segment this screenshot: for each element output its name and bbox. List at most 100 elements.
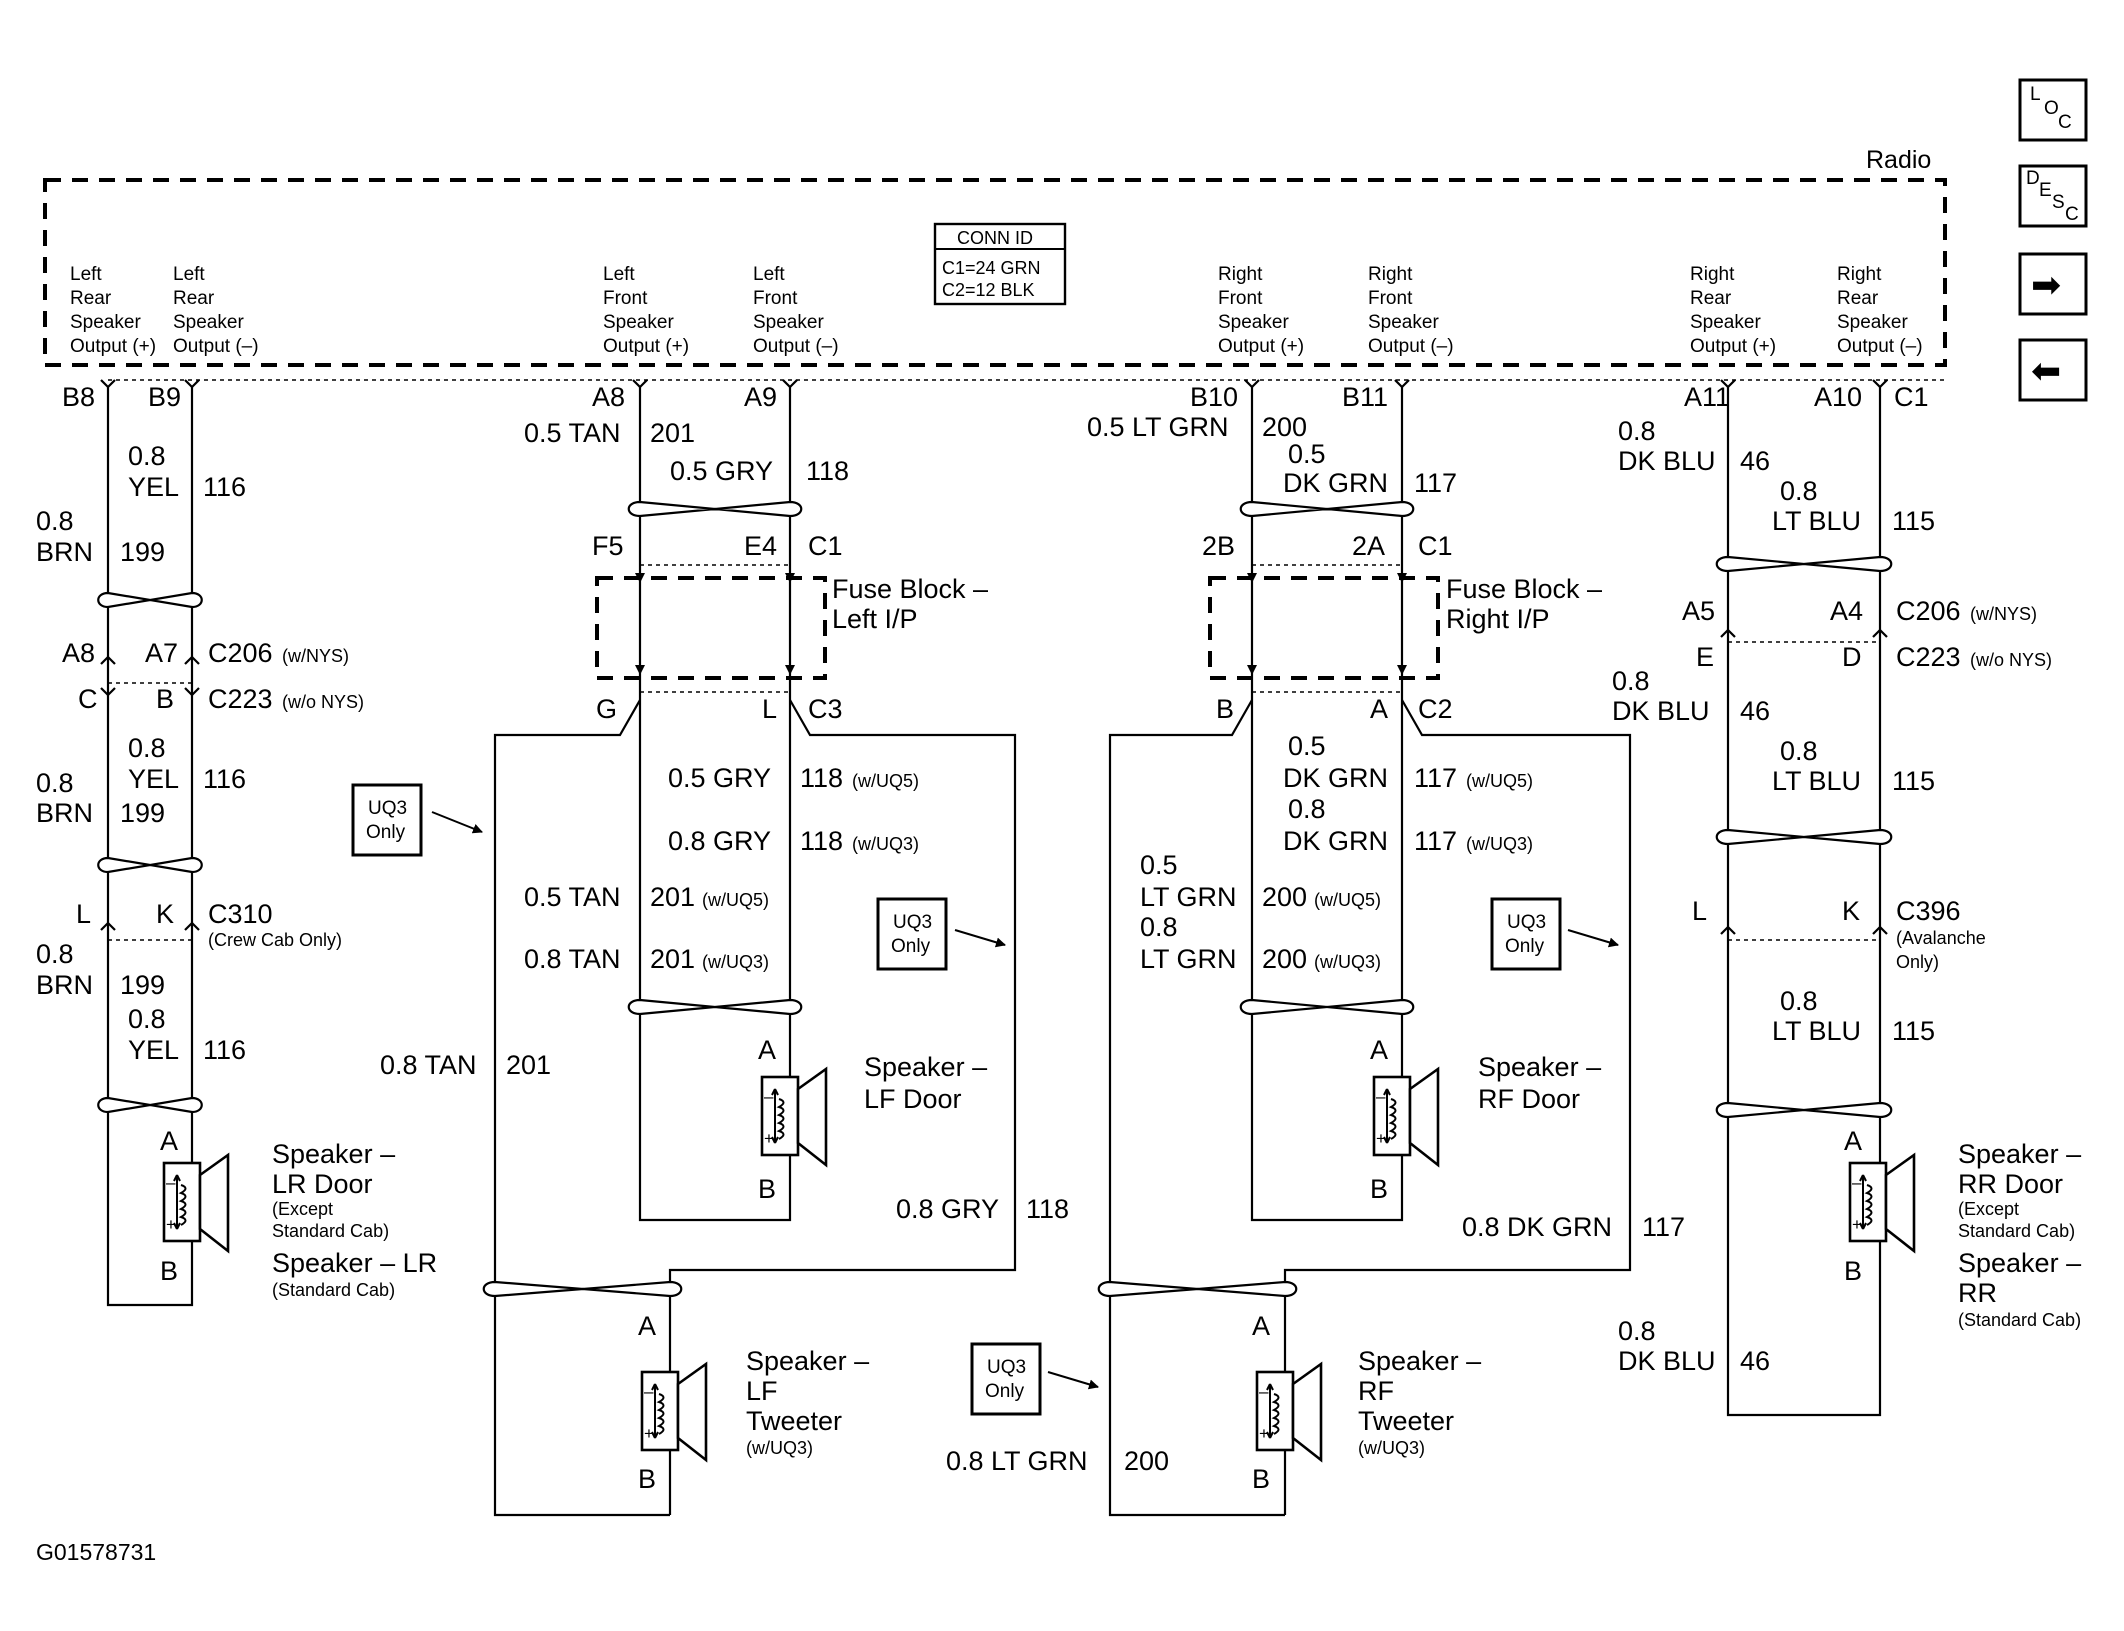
lf-pin-neg: A9 — [744, 382, 777, 412]
rr-w3-color: DK BLU — [1612, 696, 1710, 726]
rf-spk-pin-b: B — [1370, 1174, 1388, 1204]
lf-w1-label: 0.5 TAN — [524, 418, 621, 448]
rf-pos-label-3: Speaker — [1218, 312, 1289, 333]
conn-id-c2: C2=12 BLK — [942, 280, 1035, 300]
rr-pos-label-1: Right — [1690, 264, 1735, 285]
lf-neg-label-4: Output (–) — [753, 336, 839, 357]
lr-w2-circuit: 199 — [120, 537, 165, 567]
lf-spk-pin-a: A — [758, 1035, 776, 1065]
rf-w7-circuit: 117 — [1642, 1212, 1685, 1242]
rr-c206-pin-b: A4 — [1830, 596, 1863, 626]
lr-c310-terminals — [100, 921, 200, 931]
lf-uq3-a-arrow — [431, 811, 483, 834]
desc-c: C — [2065, 204, 2079, 225]
rf-out-pin-a: B — [1216, 694, 1234, 724]
lf-out-pin-b: L — [762, 694, 777, 724]
rf-w3-note: (w/UQ5) — [1466, 771, 1533, 791]
lf-uq3-b-arrow — [954, 929, 1006, 948]
rr-w2-circuit: 115 — [1892, 506, 1935, 536]
rf-spk-pin-a: A — [1370, 1035, 1388, 1065]
rf-tw-name1: RF — [1358, 1376, 1394, 1406]
lf-w6-circuit: 201 — [650, 944, 695, 974]
back-button[interactable]: ⬅ — [2018, 338, 2088, 402]
rr-w5-color: LT BLU — [1772, 1016, 1861, 1046]
lr-neg-label-4: Output (–) — [173, 336, 259, 357]
rf-neg-label-4: Output (–) — [1368, 336, 1454, 357]
lr-spk-pin-a: A — [160, 1126, 178, 1156]
lf-w8-label: 0.8 GRY — [896, 1194, 999, 1224]
desc-s: S — [2052, 192, 2065, 213]
loc-button[interactable]: L O C — [2018, 78, 2088, 142]
conn-id-title: CONN ID — [957, 228, 1033, 248]
lf-w3-label: 0.5 GRY — [668, 763, 771, 793]
rf-twist-2 — [1239, 998, 1415, 1016]
lf-w4-note: (w/UQ3) — [852, 834, 919, 854]
lr-spk-note2: Standard Cab) — [272, 1221, 389, 1241]
lr-spk-title: Speaker – — [272, 1139, 395, 1169]
desc-button[interactable]: D E S C — [2018, 164, 2088, 228]
lf-radio-terminals — [632, 379, 798, 389]
lr-pin-neg: B9 — [148, 382, 181, 412]
rr-c206-pin-a: A5 — [1682, 596, 1715, 626]
rf-w1-circuit: 200 — [1262, 412, 1307, 442]
lr-w4-color: BRN — [36, 798, 93, 828]
rr-w4-gauge: 0.8 — [1780, 736, 1818, 766]
rr-spk-note2: Standard Cab) — [1958, 1221, 2075, 1241]
lr-radio-terminals — [100, 379, 200, 389]
rf-fuse-loc: Right I/P — [1446, 604, 1550, 634]
lf-pin-pos: A8 — [592, 382, 625, 412]
lr-pos-label-3: Speaker — [70, 312, 141, 333]
forward-button[interactable]: ➡ — [2018, 252, 2088, 316]
lr-c310-name: C310 — [208, 899, 273, 929]
rr-w6-color: DK BLU — [1618, 1346, 1716, 1376]
rf-w4-circuit: 117 — [1414, 826, 1457, 856]
lr-c223-pin-b: B — [156, 684, 174, 714]
lf-uq3-callout-b: UQ3 Only — [876, 897, 1006, 971]
rf-w6-circuit: 200 — [1262, 944, 1307, 974]
rf-neg-label-2: Front — [1368, 288, 1413, 309]
lf-w3-circuit: 118 — [800, 763, 843, 793]
rf-w6-color: LT GRN — [1140, 944, 1237, 974]
lr-c223-terminals — [100, 687, 200, 697]
rf-w7-label: 0.8 DK GRN — [1462, 1212, 1612, 1242]
rf-uq3-a-line2: Only — [1505, 936, 1545, 957]
back-arrow-icon: ⬅ — [2031, 350, 2061, 391]
rr-spk-pin-b: B — [1844, 1256, 1862, 1286]
lr-c310-pin-b: K — [156, 899, 174, 929]
lf-w5-circuit: 201 — [650, 882, 695, 912]
lf-gry-feed — [668, 699, 1017, 1515]
rr-w1-circuit: 46 — [1740, 446, 1770, 476]
lf-tw-pin-a: A — [638, 1311, 656, 1341]
rf-w5-color: LT GRN — [1140, 882, 1237, 912]
lr-w1-circuit: 116 — [203, 472, 246, 502]
lf-tw-name2: Tweeter — [746, 1406, 842, 1436]
rf-w5-circuit: 200 — [1262, 882, 1307, 912]
rf-pos-label-1: Right — [1218, 264, 1263, 285]
lr-w1-color: YEL — [128, 472, 179, 502]
lf-w5-note: (w/UQ5) — [702, 890, 769, 910]
lr-circuit: B8 B9 0.8 YEL 116 0.8 BRN 199 A8 A7 C206… — [36, 379, 1945, 1307]
lr-w6-circuit: 116 — [203, 1035, 246, 1065]
rr-spk2-note: (Standard Cab) — [1958, 1310, 2081, 1330]
rr-spk-name: RR Door — [1958, 1169, 2063, 1199]
rf-uq3-callout-b: UQ3 Only — [970, 1342, 1099, 1416]
lr-spk2-title: Speaker – LR — [272, 1248, 437, 1278]
lr-neg-label-3: Speaker — [173, 312, 244, 333]
rf-out-pin-b: A — [1370, 694, 1388, 724]
lr-w2-color: BRN — [36, 537, 93, 567]
rr-twist-3 — [1715, 1101, 1893, 1119]
loc-l: L — [2030, 84, 2041, 105]
lr-c310-note: (Crew Cab Only) — [208, 930, 342, 950]
lf-w2-label: 0.5 GRY — [670, 456, 773, 486]
rr-w1-color: DK BLU — [1618, 446, 1716, 476]
rf-w3-gauge: 0.5 — [1288, 731, 1326, 761]
rr-pin-neg: A10 — [1814, 382, 1862, 412]
lr-w4-circuit: 199 — [120, 798, 165, 828]
rf-w3-color: DK GRN — [1283, 763, 1388, 793]
rr-c396-note1: (Avalanche — [1896, 928, 1986, 948]
rf-fuse-pin-a: 2B — [1202, 531, 1235, 561]
rf-circuit: B10 B11 0.5 LT GRN 200 0.5 DK GRN 117 2B… — [946, 379, 1685, 1517]
